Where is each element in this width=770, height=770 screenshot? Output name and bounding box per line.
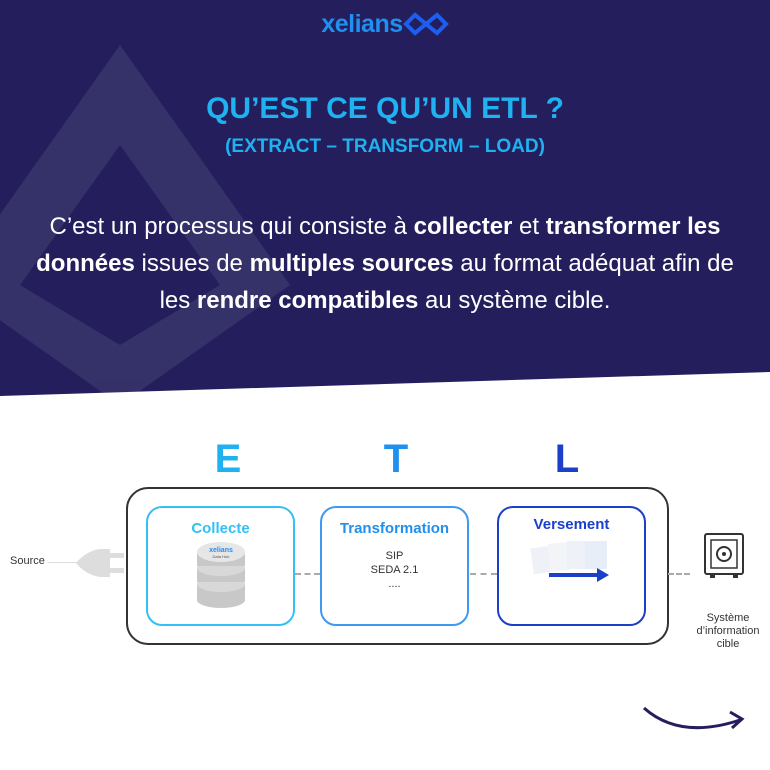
etl-frame [126,487,669,645]
page-title: QU’EST CE QU’UN ETL ? [206,92,564,125]
source-label: Source [10,555,45,567]
database-icon: xelians Data Hub [196,542,245,608]
transform-line: SEDA 2.1 [370,564,419,576]
page-subtitle: (EXTRACT – TRANSFORM – LOAD) [225,136,545,157]
safe-icon [704,533,744,578]
plug-icon [76,549,124,577]
next-arrow-icon[interactable] [640,700,750,740]
step-title: Versement [533,516,610,533]
svg-text:xelians: xelians [209,547,233,554]
step-title: Collecte [191,520,250,537]
header-banner [0,0,770,396]
diamond-decoration [0,45,290,396]
letter-t: T [383,437,409,481]
documents-transfer-icon [529,541,609,582]
svg-text:Data Hub: Data Hub [212,554,230,559]
transform-line: SIP [385,550,404,562]
letter-e: E [214,437,242,481]
step-title: Transformation [339,520,450,537]
step-transformation: Transformation SIP SEDA 2.1 .... [320,506,469,626]
transform-line: .... [388,578,401,590]
brand-logo: xelians [0,10,770,39]
letter-l: L [554,437,580,481]
step-versement: Versement [497,506,646,626]
step-collecte: Collecte xelians Data Hub [146,506,295,626]
logo-infinity-icon [402,12,449,36]
intro-text: C’est un processus qui consiste à collec… [36,213,734,314]
